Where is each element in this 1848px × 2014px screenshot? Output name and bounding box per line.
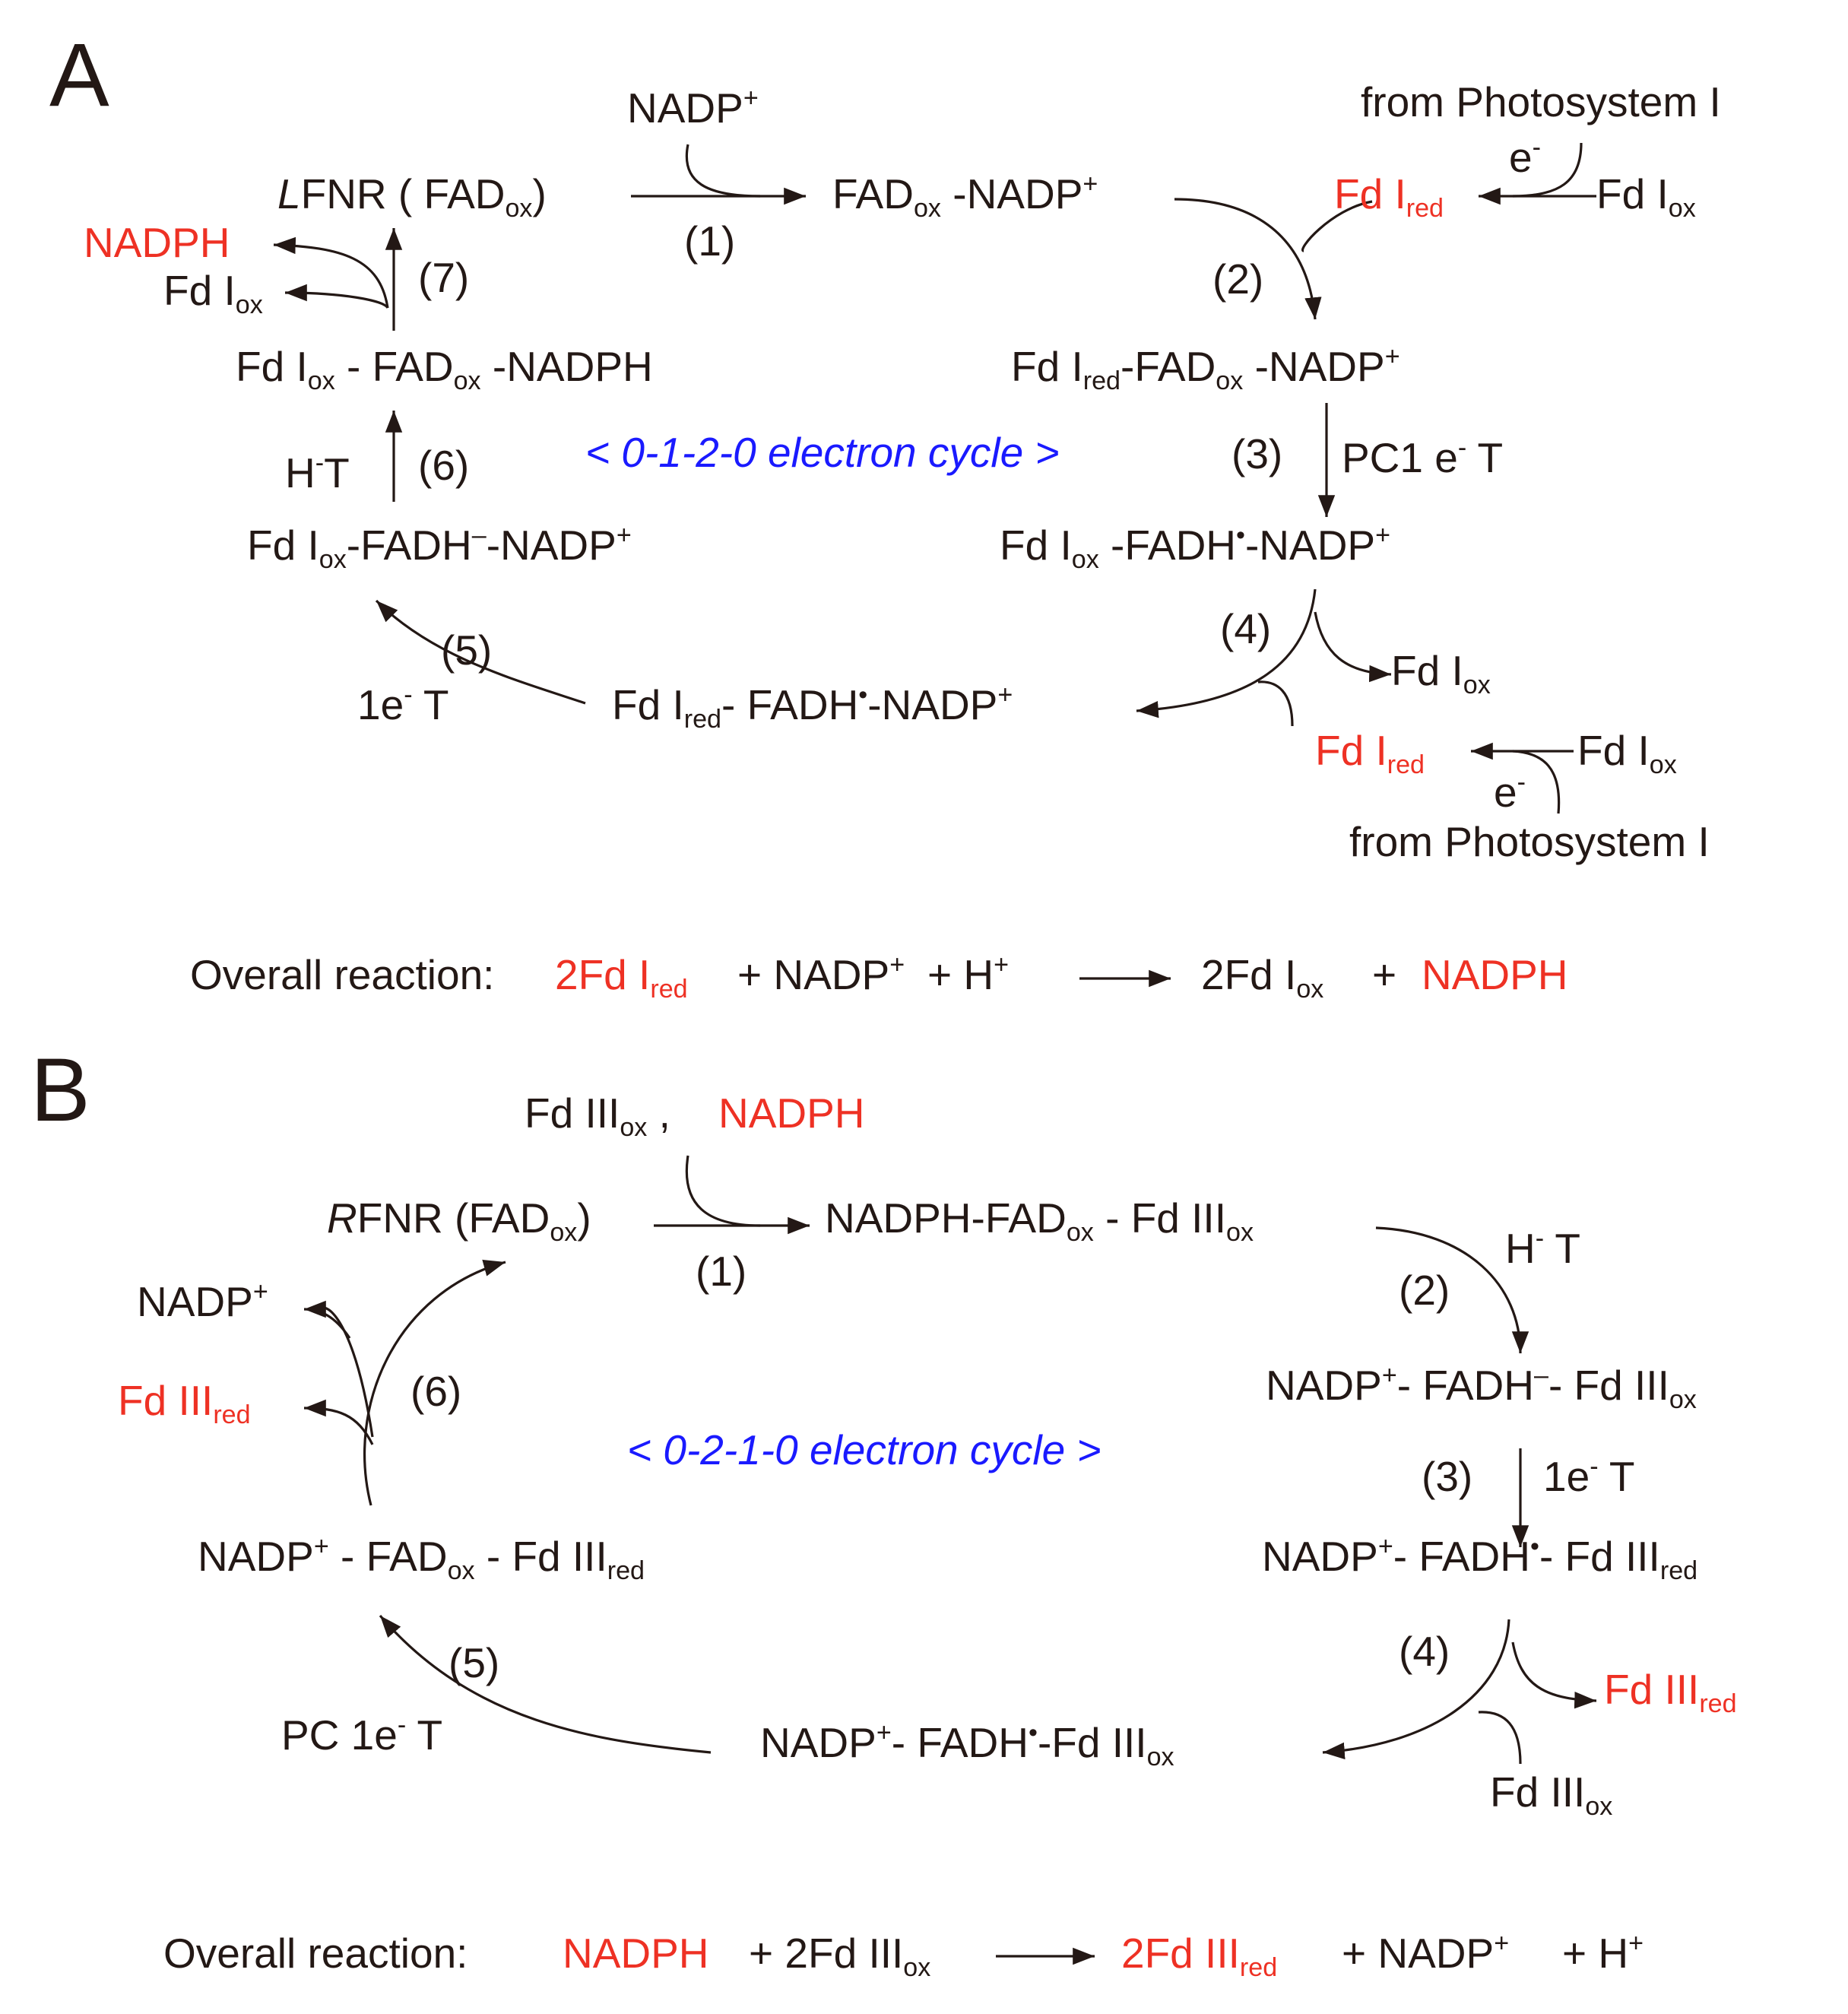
b-hydride-transfer: H- T: [1505, 1223, 1580, 1272]
a-lfnr: LFNR ( FADox): [277, 170, 547, 223]
b-overall-reactant-nadph: NADPH: [563, 1930, 709, 1977]
b-rfnr: RFNR (FADox): [327, 1194, 591, 1247]
panel-label-b: B: [30, 1040, 90, 1140]
a-fdired-fadh-radical-nadp: Fd Ired- FADH•-NADP+: [612, 680, 1013, 734]
b-arrow-nadp-out: [322, 1306, 374, 1438]
b-nadp-output: NADP+: [137, 1277, 268, 1325]
a-from-photosystem-top: from Photosystem I: [1361, 78, 1721, 125]
b-arrow-step4: [1322, 1619, 1510, 1760]
a-arrow-step5: [375, 599, 586, 705]
panel-label-a: A: [49, 25, 109, 125]
b-nadp-fadh-minus-fdiii-ox: NADP+- FADH–- Fd IIIox: [1266, 1360, 1697, 1414]
b-step-5: (5): [449, 1639, 500, 1686]
a-arrow-fdiox-out: [1314, 611, 1392, 683]
a-fdiox-fadox-nadph: Fd Iox - FADox -NADPH: [236, 343, 653, 395]
b-arrow-fdiii-red-out: [1511, 1641, 1597, 1709]
a-one-electron-transfer: 1e- T: [357, 680, 449, 728]
b-step-4: (4): [1399, 1628, 1450, 1675]
a-step-2: (2): [1212, 255, 1264, 303]
b-nadp-fadh-radical-fdiii-ox: NADP+- FADH•-Fd IIIox: [760, 1717, 1174, 1771]
a-overall-reactant-h: + H+: [927, 950, 1010, 998]
a-hydride-transfer: H-T: [285, 448, 350, 496]
a-step-4: (4): [1220, 605, 1272, 652]
a-overall-reactant-nadp: + NADP+: [737, 950, 905, 998]
b-nadph-input: NADPH: [718, 1089, 865, 1137]
a-arrow-step2: [1174, 198, 1322, 320]
b-nadp-fadox-fdiii-red: NADP+ - FADox - Fd IIIred: [198, 1531, 645, 1585]
a-fdi-ox-bottom: Fd Iox: [1577, 727, 1677, 779]
b-arrow-step2: [1375, 1226, 1529, 1354]
b-arrow-nadp-out-head: [303, 1300, 351, 1339]
b-arrow-fdiii-in: [685, 1155, 761, 1227]
b-overall-product-h: + H+: [1562, 1928, 1644, 1977]
b-fdiii-ox-bottom: Fd IIIox: [1490, 1768, 1613, 1821]
a-fadox-nadp: FADox -NADP+: [832, 169, 1098, 223]
a-fdiox-fadh-radical-nadp: Fd Iox -FADH•-NADP+: [1000, 520, 1390, 574]
a-pc1-electron-transfer: PC1 e- T: [1342, 433, 1504, 481]
b-overall-label: Overall reaction:: [163, 1930, 468, 1977]
a-electron-top: e-: [1509, 132, 1541, 181]
a-arrow-fdired-in: [1301, 200, 1373, 252]
b-step-6: (6): [410, 1368, 462, 1415]
a-from-photosystem-bottom: from Photosystem I: [1349, 818, 1710, 865]
a-overall-plus: +: [1372, 951, 1397, 998]
a-cycle-label: < 0-1-2-0 electron cycle >: [585, 429, 1060, 476]
a-arrow-fdiox-out-left: [284, 284, 389, 309]
b-step-2: (2): [1399, 1267, 1450, 1314]
a-fdi-ox-right: Fd Iox: [1391, 647, 1491, 699]
a-arrow-ps1-e-bot: [1512, 750, 1561, 814]
b-arrow-fdiii-ox-in: [1478, 1711, 1522, 1765]
a-arrow-nadph-out: [273, 236, 389, 309]
a-fdiox-fadh-minus-nadp: Fd Iox-FADH–-NADP+: [247, 520, 632, 574]
b-nadp-fadh-radical-fdiii-red: NADP+- FADH•- Fd IIIred: [1262, 1531, 1698, 1585]
a-step-7: (7): [418, 254, 470, 301]
b-fdiii-ox-input: Fd IIIox ,: [525, 1089, 670, 1142]
b-arrow-fdiii-red-out-left: [303, 1399, 374, 1445]
b-nadph-fadox-fdiii-ox: NADPH-FADox - Fd IIIox: [825, 1194, 1254, 1247]
a-nadph-output: NADPH: [84, 219, 230, 266]
a-fdi-ox-output: Fd Iox: [163, 267, 263, 319]
a-step-6: (6): [418, 442, 470, 489]
b-pc1-electron-transfer: PC 1e- T: [281, 1710, 443, 1759]
a-overall-product-fd: 2Fd Iox: [1201, 951, 1324, 1004]
a-fdi-red-top: Fd Ired: [1334, 170, 1444, 223]
a-overall-reactant-fd: 2Fd Ired: [555, 951, 688, 1004]
a-overall-label: Overall reaction:: [190, 951, 495, 998]
a-arrow-nadp-in: [685, 144, 761, 198]
a-electron-bottom: e-: [1494, 767, 1526, 816]
b-fdiii-red-output: Fd IIIred: [118, 1377, 251, 1429]
b-arrow-step5: [379, 1614, 712, 1754]
b-one-electron-transfer: 1e- T: [1543, 1451, 1635, 1500]
a-fdi-red-bottom: Fd Ired: [1315, 727, 1425, 779]
b-step-1: (1): [696, 1248, 747, 1295]
a-arrow-fdired-in-bot: [1257, 680, 1294, 727]
a-arrow-step4: [1136, 588, 1317, 718]
b-overall-product-nadp: + NADP+: [1342, 1928, 1510, 1977]
b-overall-product-fdiii: 2Fd IIIred: [1121, 1930, 1278, 1982]
a-nadp-input: NADP+: [627, 83, 759, 132]
a-step-1: (1): [684, 217, 736, 265]
b-arrow-step6: [363, 1259, 506, 1506]
a-step-3: (3): [1231, 430, 1283, 477]
b-overall-reactant-fdiii: + 2Fd IIIox: [749, 1930, 931, 1982]
a-fdired-fadox-nadp: Fd Ired-FADox -NADP+: [1011, 341, 1400, 395]
b-cycle-label: < 0-2-1-0 electron cycle >: [627, 1426, 1102, 1473]
b-step-3: (3): [1422, 1453, 1473, 1500]
b-fdiii-red-right: Fd IIIred: [1604, 1666, 1737, 1718]
a-overall-product-nadph: NADPH: [1422, 951, 1568, 998]
a-fdi-ox-top: Fd Iox: [1596, 170, 1696, 223]
a-step-5: (5): [441, 626, 493, 674]
